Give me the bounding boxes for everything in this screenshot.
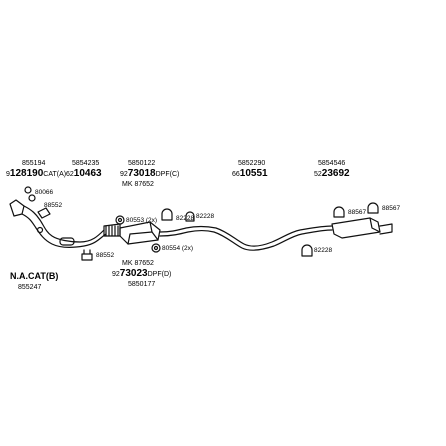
hanger-82228-b xyxy=(185,211,195,222)
hw-82228-c: 82228 xyxy=(314,247,333,254)
part-prefix-6: 92 xyxy=(112,271,120,278)
hanger-80066 xyxy=(24,186,32,194)
mk-label-bottom: MK 87652 xyxy=(122,260,154,267)
ref-code-3: 5850122 xyxy=(128,160,156,167)
hw-82228-a: 82228 xyxy=(176,215,195,222)
part-suffix-3: DPF(C) xyxy=(155,171,180,178)
part-prefix-1: 9 xyxy=(6,171,10,178)
part-prefix-5: 52 xyxy=(314,171,322,178)
part-main-2: 10463 xyxy=(73,168,102,179)
clamp-80553 xyxy=(115,215,125,225)
hanger-82228-c xyxy=(301,244,313,257)
part-main-6: 73023 xyxy=(119,268,148,279)
dpf-unit xyxy=(119,221,161,245)
ref-code-2: 5854235 xyxy=(72,160,100,167)
middle-pipe xyxy=(159,225,333,251)
hw-88552-a: 88552 xyxy=(44,202,63,209)
hanger-88552-a xyxy=(37,207,51,219)
part-main-3: 73018 xyxy=(127,168,156,179)
rear-silencer xyxy=(331,217,393,239)
ref-code-6: 5850177 xyxy=(128,281,156,288)
hw-80553: 80553 (2x) xyxy=(126,217,158,224)
part-main-5: 23692 xyxy=(321,168,350,179)
flex-pipe xyxy=(103,223,121,237)
clamp-80554 xyxy=(151,243,161,253)
part-prefix-2: 62 xyxy=(66,171,74,178)
front-pipe-catalyst-a xyxy=(9,194,107,248)
part-number-2: 6210463 xyxy=(66,169,102,179)
na-cat-code: 855247 xyxy=(18,284,42,291)
na-cat-label: N.A.CAT(B) xyxy=(10,272,58,281)
na-cat-title: N.A.CAT(B) xyxy=(10,271,59,281)
hanger-82228-a xyxy=(161,208,173,221)
hw-88552-b: 88552 xyxy=(96,252,115,259)
hw-88567-b: 88567 xyxy=(382,205,401,212)
hw-88567-a: 88567 xyxy=(348,209,367,216)
part-number-6: 9273023DPF(D) xyxy=(112,269,171,279)
part-main-1: 128190 xyxy=(9,168,44,179)
part-number-3: 9273018DPF(C) xyxy=(120,169,179,179)
part-main-4: 10551 xyxy=(239,168,268,179)
part-suffix-6: DPF(D) xyxy=(147,271,172,278)
hw-80554: 80554 (2x) xyxy=(162,245,194,252)
hw-80066: 80066 xyxy=(35,189,54,196)
hw-82228-b: 82228 xyxy=(196,213,215,220)
part-number-4: 6610551 xyxy=(232,169,268,179)
part-number-5: 5223692 xyxy=(314,169,350,179)
ref-code-1: 855194 xyxy=(22,160,46,167)
hanger-88567-b xyxy=(367,202,379,214)
hanger-88567-a xyxy=(333,206,345,218)
part-suffix-1: CAT(A) xyxy=(43,171,67,178)
ref-code-5: 5854546 xyxy=(318,160,346,167)
mk-label-top: MK 87652 xyxy=(122,181,154,188)
part-prefix-3: 92 xyxy=(120,171,128,178)
part-number-1: 9128190CAT(A) xyxy=(6,169,66,179)
ref-code-4: 5852290 xyxy=(238,160,266,167)
hanger-88552-b xyxy=(81,249,93,261)
part-prefix-4: 66 xyxy=(232,171,240,178)
